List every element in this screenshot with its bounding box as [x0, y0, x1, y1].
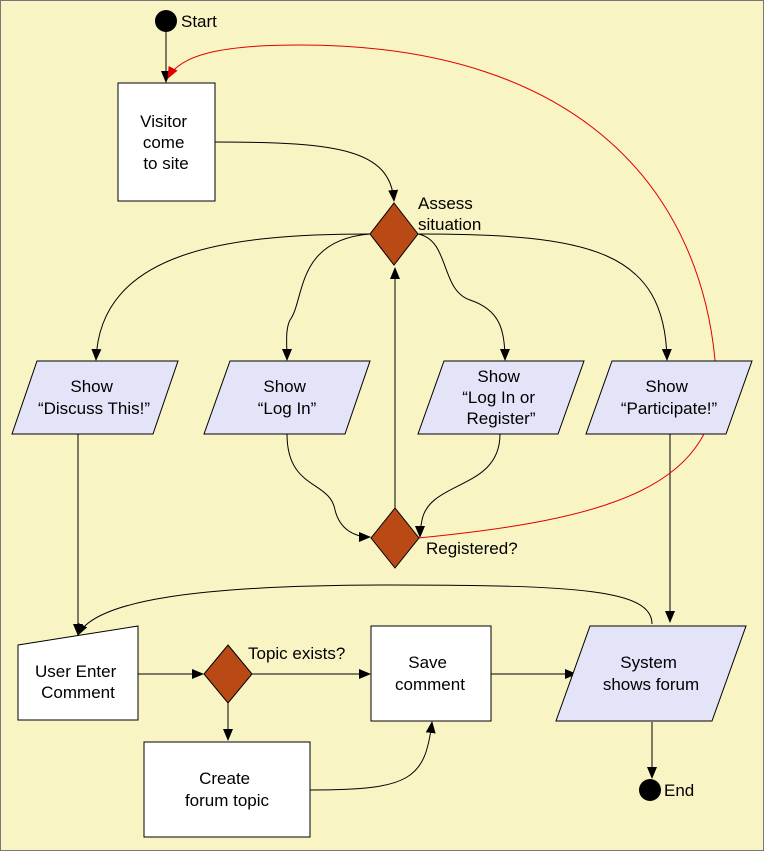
- show-discuss-this-label: Show “Discuss This!”: [38, 377, 150, 418]
- edge-assess-to-participate: [417, 233, 672, 361]
- edge-assess-to-discuss: [91, 233, 371, 361]
- visitor-come-to-site-label: Visitor come to site: [140, 112, 192, 173]
- system-shows-forum-label: System shows forum: [603, 653, 699, 694]
- topic-exists-label: Topic exists?: [248, 644, 345, 663]
- user-enter-comment-label: User Enter Comment: [35, 662, 121, 702]
- show-log-in-label: Show “Log In”: [258, 377, 317, 418]
- edge-create-to-save: [309, 721, 436, 791]
- edge-login-to-registered: [286, 433, 371, 542]
- system-shows-forum-box: [555, 625, 747, 722]
- end-node: [639, 779, 661, 801]
- edge-forum-to-user-enter: [77, 584, 653, 636]
- show-participate-box: [585, 360, 753, 435]
- show-discuss-this-box: [11, 360, 179, 435]
- create-forum-topic-label: Create forum topic: [185, 769, 270, 810]
- registered-label: Registered?: [426, 539, 518, 558]
- save-comment-label: Save comment: [395, 653, 465, 694]
- save-comment-box: [370, 625, 492, 722]
- end-label: End: [664, 781, 694, 800]
- show-log-in-box: [203, 360, 371, 435]
- assess-situation-diamond: [369, 202, 419, 266]
- start-label: Start: [181, 12, 217, 31]
- create-forum-topic-box: [143, 741, 311, 838]
- assess-situation-label: Assess situation: [418, 194, 481, 234]
- topic-exists-diamond: [203, 644, 253, 704]
- edge-login-register-to-registered: [415, 433, 501, 538]
- visitor-come-to-site-box: [117, 82, 216, 202]
- show-log-in-or-register-label: Show “Log In or Register”: [462, 367, 540, 428]
- user-enter-comment-box: [17, 625, 139, 721]
- edge-visitor-to-assess: [214, 141, 399, 202]
- edge-assess-to-login-register: [417, 233, 510, 361]
- edge-assess-to-login: [281, 233, 371, 361]
- show-participate-label: Show “Participate!”: [621, 377, 718, 418]
- start-node: [155, 10, 177, 32]
- registered-diamond: [370, 507, 420, 569]
- show-log-in-or-register-box: [417, 360, 585, 435]
- edge-registered-to-visitor-loop: [167, 44, 717, 539]
